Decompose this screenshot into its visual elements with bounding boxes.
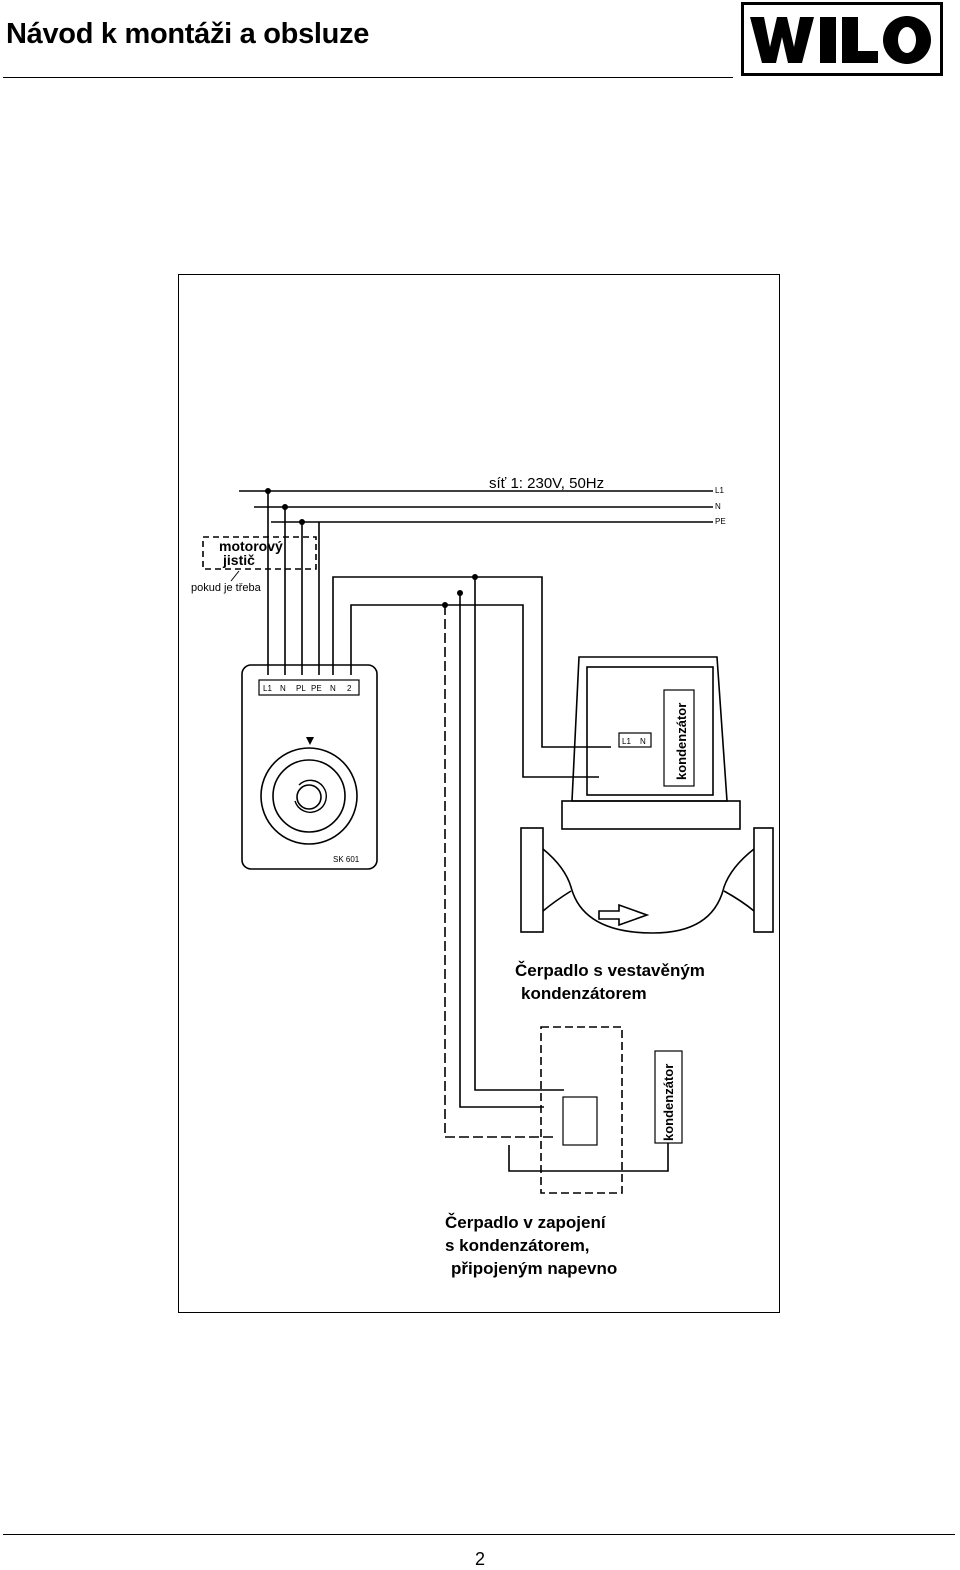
pump-terminal-l1: L1 — [622, 737, 631, 746]
supply-label: síť 1: 230V, 50Hz — [489, 475, 604, 492]
line-label-n: N — [715, 502, 721, 511]
wiring-diagram-drawing: síť 1: 230V, 50Hz L1 N PE motorový jisti… — [191, 475, 774, 1278]
controller-terminal-pe: PE — [311, 684, 322, 693]
page-number: 2 — [474, 1549, 485, 1569]
controller-terminal-2: 2 — [347, 684, 352, 693]
wilo-logo-mark — [750, 16, 931, 64]
document-title: Návod k montáži a obsluze — [6, 18, 370, 50]
line-label-pe: PE — [715, 517, 726, 526]
built-in-pump-caption-line2: kondenzátorem — [521, 984, 647, 1003]
pump-terminal-n: N — [640, 737, 646, 746]
header-rule — [3, 77, 733, 78]
controller-terminal-pl: PL — [296, 684, 306, 693]
external-pump-caption-line2: s kondenzátorem, — [445, 1236, 590, 1255]
wiring-diagram: síť 1: 230V, 50Hz L1 N PE motorový jisti… — [178, 274, 780, 1313]
footer-rule — [3, 1534, 955, 1535]
controller-terminal-n2: N — [330, 684, 336, 693]
motor-breaker-label-line2: jistič — [222, 552, 255, 568]
wilo-logo — [741, 2, 943, 76]
breaker-note: pokud je třeba — [191, 582, 262, 594]
external-pump-caption-line3: připojeným napevno — [451, 1259, 617, 1278]
controller-model: SK 601 — [333, 855, 360, 864]
motor-breaker-label-line1: motorový — [219, 538, 283, 554]
line-label-l1: L1 — [715, 486, 724, 495]
controller-terminal-n: N — [280, 684, 286, 693]
built-in-pump-caption-line1: Čerpadlo s vestavěným — [515, 961, 705, 980]
external-pump-caption-line1: Čerpadlo v zapojení — [445, 1213, 607, 1232]
controller-terminal-l1: L1 — [263, 684, 272, 693]
built-in-capacitor-label: kondenzátor — [674, 703, 689, 780]
external-capacitor-label: kondenzátor — [661, 1064, 676, 1141]
